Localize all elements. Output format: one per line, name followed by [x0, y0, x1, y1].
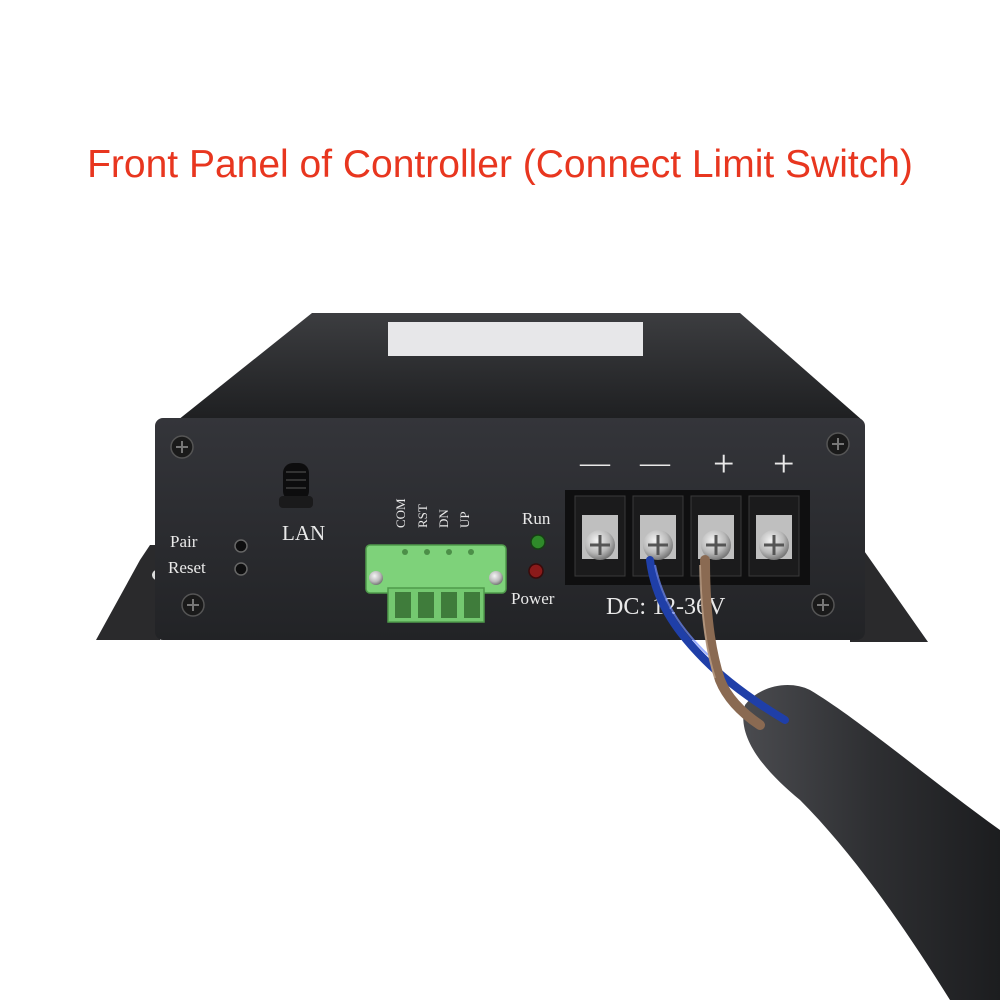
- product-title: Front Panel of Controller (Connect Limit…: [87, 143, 913, 186]
- polarity-3: +: [713, 443, 734, 485]
- power-cable: [646, 555, 1000, 1000]
- enclosure-top: [178, 313, 862, 420]
- limit-switch-terminal-block[interactable]: [365, 544, 507, 623]
- pin-label-rst: RST: [415, 504, 430, 528]
- reset-button[interactable]: [234, 562, 248, 576]
- pin-label-dn: DN: [436, 509, 451, 528]
- power-terminal-block[interactable]: [565, 490, 810, 585]
- pin-label-up: UP: [457, 511, 472, 528]
- run-label: Run: [522, 509, 551, 528]
- terminal-pin-labels: COM RST DN UP: [393, 498, 472, 528]
- power-led: [528, 563, 544, 579]
- terminal-screws: [582, 515, 792, 560]
- polarity-markings: — — + +: [579, 443, 794, 485]
- polarity-4: +: [773, 443, 794, 485]
- polarity-1: —: [579, 446, 611, 479]
- pair-button[interactable]: [234, 539, 248, 553]
- reset-label: Reset: [168, 558, 206, 577]
- pin-label-com: COM: [393, 498, 408, 528]
- pair-label: Pair: [170, 532, 198, 551]
- run-led: [530, 534, 546, 550]
- lan-label: LAN: [282, 521, 325, 545]
- product-label-sticker: [388, 322, 643, 356]
- panel-screws: [170, 432, 850, 617]
- power-label: Power: [511, 589, 555, 608]
- polarity-2: —: [639, 446, 671, 479]
- lan-antenna-connector[interactable]: [279, 463, 313, 508]
